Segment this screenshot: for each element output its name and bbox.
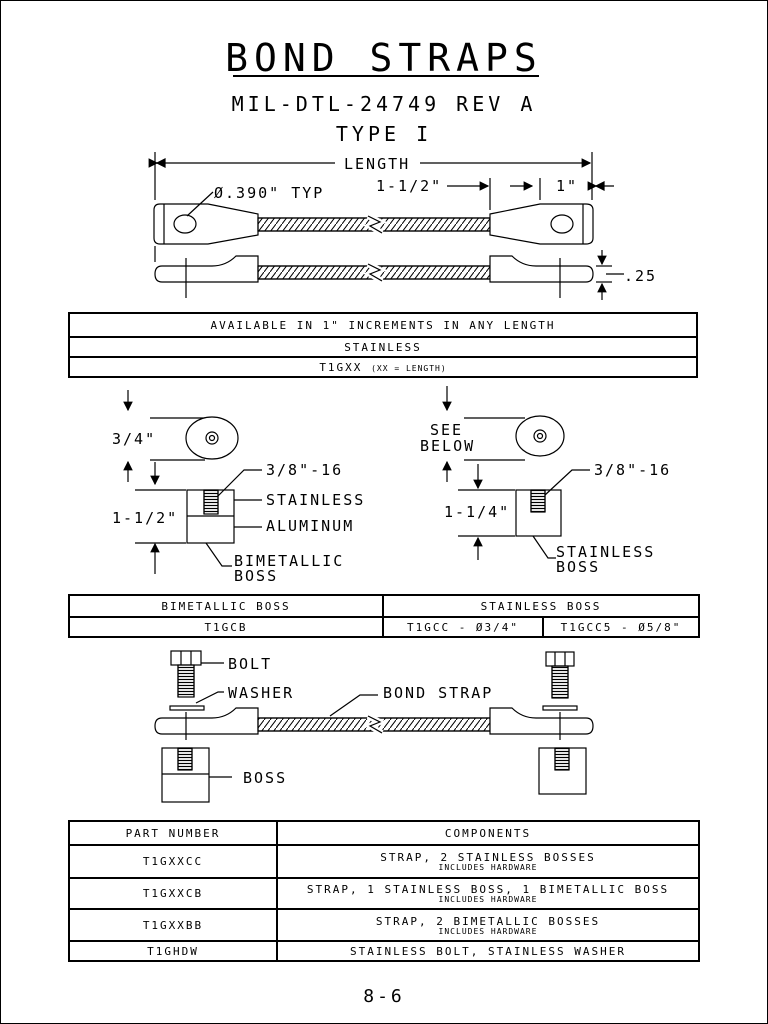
boss-table: BIMETALLIC BOSS STAINLESS BOSS T1GCB T1G… [68, 594, 700, 638]
hole-diameter-label: Ø.390" TYP [214, 184, 325, 202]
components-text: STRAP, 2 STAINLESS BOSSES [380, 851, 596, 864]
strap-side-view [154, 246, 624, 300]
table-row-components: STRAP, 1 STAINLESS BOSS, 1 BIMETALLIC BO… [276, 877, 700, 910]
bolt-label: BOLT [228, 655, 273, 673]
bond-strap-label: BOND STRAP [383, 684, 494, 702]
bimetallic-boss-part: T1GCB [68, 616, 384, 638]
type-label: TYPE I [335, 122, 433, 146]
material-label: STAINLESS [68, 336, 698, 358]
strap-part-number: T1GXX [319, 360, 363, 374]
stainless-boss-part-3-4: T1GCC - Ø3/4" [382, 616, 544, 638]
part-number-header: PART NUMBER [68, 820, 278, 846]
length-label: LENGTH [344, 155, 411, 173]
bimetallic-boss-label-line2: BOSS [234, 567, 279, 585]
thickness-dimension: .25 [624, 267, 658, 285]
washer-label: WASHER [228, 684, 295, 702]
bimetallic-boss-header: BIMETALLIC BOSS [68, 594, 384, 618]
parts-table: PART NUMBER COMPONENTS T1GXXCC STRAP, 2 … [68, 820, 700, 962]
stainless-boss-label-line1: STAINLESS [556, 543, 656, 561]
see-below-line1: SEE [430, 421, 464, 439]
strap-top-view [148, 152, 614, 245]
spec-number: MIL-DTL-24749 REV A [231, 92, 537, 116]
bimetallic-boss-label-line1: BIMETALLIC [234, 552, 345, 570]
bimetallic-height-dimension: 1-1/2" [112, 509, 179, 527]
availability-note: AVAILABLE IN 1" INCREMENTS IN ANY LENGTH [68, 312, 698, 338]
aluminum-part-label: ALUMINUM [266, 517, 355, 535]
table-row-part: T1GXXBB [68, 908, 278, 942]
title-underline [233, 75, 539, 77]
see-below-line2: BELOW [420, 437, 476, 455]
stainless-boss-part-5-8: T1GCC5 - Ø5/8" [542, 616, 700, 638]
components-text: STAINLESS BOLT, STAINLESS WASHER [350, 944, 626, 958]
stainless-boss-header: STAINLESS BOSS [382, 594, 700, 618]
strap-availability-table: AVAILABLE IN 1" INCREMENTS IN ANY LENGTH… [68, 312, 698, 378]
page-title: BOND STRAPS [225, 36, 543, 80]
components-text: STRAP, 1 STAINLESS BOSS, 1 BIMETALLIC BO… [306, 883, 670, 896]
bimetallic-thread-label: 3/8"-16 [266, 461, 344, 479]
components-header: COMPONENTS [276, 820, 700, 846]
stainless-boss-label-line2: BOSS [556, 558, 601, 576]
table-row-part: T1GXXCC [68, 844, 278, 879]
hole-offset-dimension: 1" [556, 177, 579, 195]
components-note: INCLUDES HARDWARE [438, 926, 538, 936]
stainless-part-label: STAINLESS [266, 491, 366, 509]
stainless-thread-label: 3/8"-16 [594, 461, 672, 479]
strap-part-cell: T1GXX (XX = LENGTH) [68, 356, 698, 378]
components-note: INCLUDES HARDWARE [438, 895, 538, 904]
page-number: 8-6 [363, 986, 405, 1007]
assembly-drawing [154, 650, 594, 803]
components-note: INCLUDES HARDWARE [438, 863, 538, 872]
lug-length-dimension: 1-1/2" [376, 177, 443, 195]
table-row-components: STAINLESS BOLT, STAINLESS WASHER [276, 940, 700, 962]
table-row-part: T1GXXCB [68, 877, 278, 910]
table-row-part: T1GHDW [68, 940, 278, 962]
stainless-boss-drawing [442, 386, 590, 560]
washer-diameter-dimension: 3/4" [112, 430, 157, 448]
stainless-height-dimension: 1-1/4" [444, 503, 511, 521]
bimetallic-boss-drawing [123, 390, 262, 574]
strap-part-note: (XX = LENGTH) [371, 363, 447, 373]
components-text: STRAP, 2 BIMETALLIC BOSSES [375, 914, 601, 928]
boss-label: BOSS [243, 769, 288, 787]
